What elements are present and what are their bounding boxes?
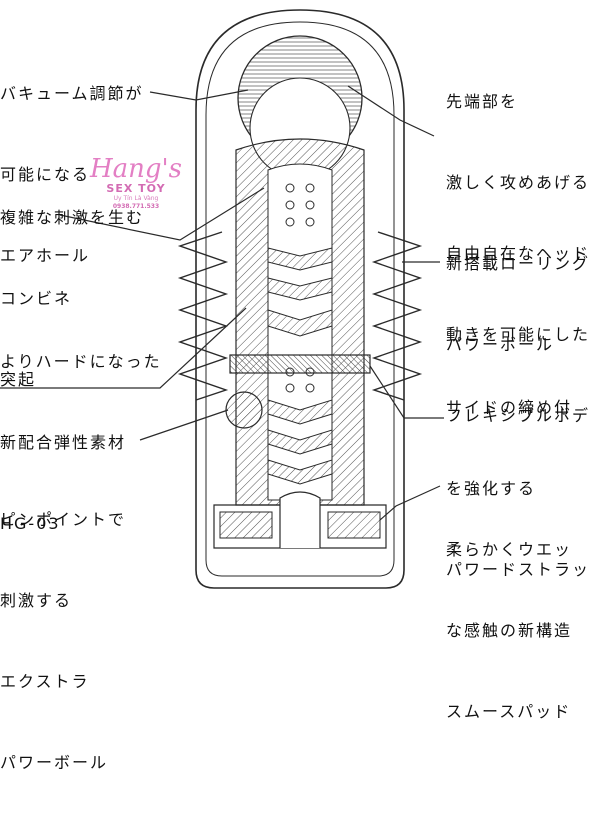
leader-hard-material bbox=[0, 307, 247, 389]
label-combination-bumps: 複雑な刺激を生む コンビネ 突起 bbox=[0, 208, 145, 389]
inner-case bbox=[205, 21, 395, 577]
leader-side-strap bbox=[369, 365, 444, 419]
leader-tip bbox=[347, 85, 435, 137]
bottom-cap bbox=[213, 504, 387, 549]
cup-cross-section bbox=[0, 9, 444, 589]
center-plug bbox=[279, 491, 321, 548]
label-powered-strap: サイドの締め付 を強化する パワードストラッ bbox=[446, 398, 591, 579]
diagram-stage: Hang's SEX TOY Uy Tín Là Vàng 0938.771.5… bbox=[0, 9, 591, 772]
extra-power-ball bbox=[225, 391, 263, 429]
label-vacuum-air-hole: バキューム調節が 可能になる エアホール bbox=[0, 84, 144, 265]
label-extra-power-ball: ピンポイントで 刺激する エクストラ パワーボール bbox=[0, 510, 127, 772]
left-bellows bbox=[177, 231, 229, 401]
watermark-tagline: Uy Tín Là Vàng bbox=[113, 195, 159, 202]
watermark-brand: Hang's bbox=[89, 154, 183, 184]
smooth-pad-right bbox=[327, 511, 381, 539]
leader-vacuum bbox=[149, 89, 249, 101]
right-bellows bbox=[371, 231, 423, 401]
watermark-logo: Hang's SEX TOY Uy Tín Là Vàng 0938.771.5… bbox=[86, 156, 186, 211]
inner-ribs bbox=[267, 247, 333, 485]
smooth-pad-left bbox=[219, 511, 273, 539]
label-hard-material: よりハードになった 新配合弾性素材 HG-03 bbox=[0, 352, 162, 533]
label-flexible-body: 自由自在なヘッド 動きを可能にした フレキシブルボデ bbox=[446, 244, 591, 425]
watermark-sub: SEX TOY bbox=[106, 182, 166, 195]
leader-smooth-pad bbox=[379, 485, 441, 521]
outer-case bbox=[195, 9, 405, 589]
leader-pin-point bbox=[139, 409, 229, 441]
leader-combination bbox=[59, 187, 265, 241]
label-smooth-pad: 柔らかくウエッ な感触の新構造 スムースパッド bbox=[446, 540, 573, 721]
powered-strap bbox=[229, 354, 371, 374]
label-rolling-power-ball: 先端部を 激しく攻めあげる 新搭載ローリング パワーボール bbox=[446, 92, 591, 354]
leader-lines bbox=[0, 85, 444, 521]
watermark-phone: 0938.771.533 bbox=[112, 203, 160, 210]
